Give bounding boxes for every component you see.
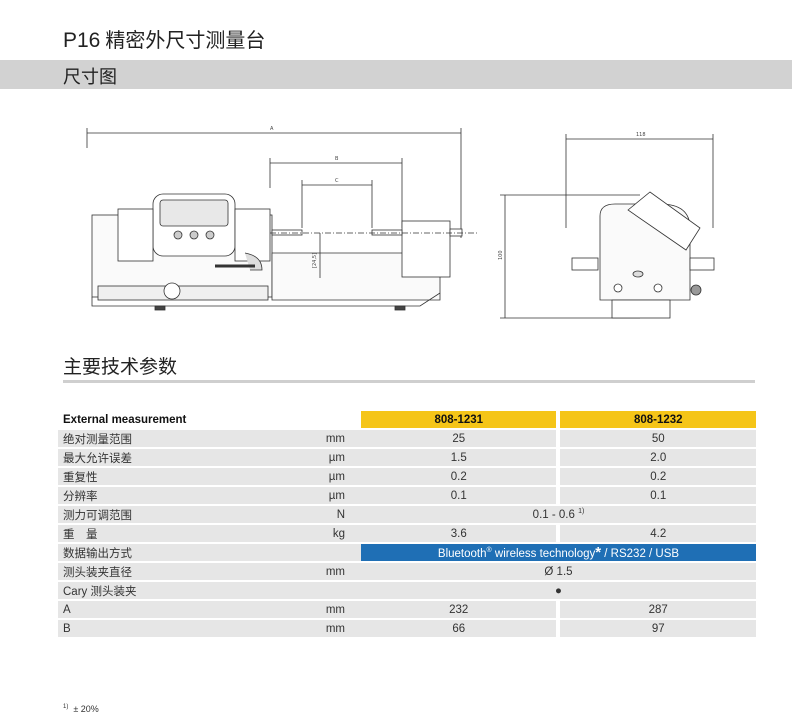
value-cell: 3.6 <box>361 525 557 542</box>
param-unit: µm <box>300 468 361 485</box>
param-label: 重复性 <box>58 468 300 485</box>
table-row: 数据输出方式 Bluetooth® wireless technology* /… <box>58 544 756 561</box>
table-header-unit <box>300 411 361 428</box>
table-row: 最大允许误差 µm 1.5 2.0 <box>58 449 756 466</box>
table-row: 重 量 kg 3.6 4.2 <box>58 525 756 542</box>
table-row: 绝对测量范围 mm 25 50 <box>58 430 756 447</box>
param-label: 绝对测量范围 <box>58 430 300 447</box>
bullet-icon: ● <box>361 582 756 599</box>
param-unit <box>300 582 361 599</box>
param-unit: mm <box>300 601 361 618</box>
dimension-drawing-title: 尺寸图 <box>63 67 117 88</box>
param-label: 最大允许误差 <box>58 449 300 466</box>
value-cell: 0.2 <box>560 468 756 485</box>
value-cell: 66 <box>361 620 557 637</box>
param-unit: µm <box>300 449 361 466</box>
table-row: Cary 测头装夹 ● <box>58 582 756 599</box>
dimension-drawing: A B C [24,5] 118 100 <box>86 126 715 319</box>
value-cell: 0.1 <box>361 487 557 504</box>
param-label: 重 量 <box>58 525 300 542</box>
param-label: 数据输出方式 <box>58 544 300 561</box>
dim-label-height: [24,5] <box>312 253 318 268</box>
param-unit: µm <box>300 487 361 504</box>
value-cell: 232 <box>361 601 557 618</box>
model-header-2: 808-1232 <box>560 411 756 428</box>
param-label: 分辨率 <box>58 487 300 504</box>
model-header-1: 808-1231 <box>361 411 557 428</box>
param-label: B <box>58 620 300 637</box>
param-unit: mm <box>300 563 361 580</box>
param-unit: kg <box>300 525 361 542</box>
product-title: 精密外尺寸测量台 <box>105 28 266 52</box>
table-row: 测头装夹直径 mm Ø 1.5 <box>58 563 756 580</box>
footnote: 1) ± 20% <box>63 704 99 714</box>
value-cell: 0.2 <box>361 468 557 485</box>
footnote-text: ± 20% <box>73 704 99 714</box>
table-row: 重复性 µm 0.2 0.2 <box>58 468 756 485</box>
value-cell: 287 <box>560 601 756 618</box>
param-label: 测力可调范围 <box>58 506 300 523</box>
side-view-drawing <box>500 134 715 319</box>
front-view-drawing <box>86 128 478 311</box>
dim-label-b: B <box>335 156 339 162</box>
section-divider <box>63 380 755 383</box>
table-title: External measurement <box>63 413 187 426</box>
asterisk-mark: * <box>595 544 602 561</box>
specs-section-title: 主要技术参数 <box>63 356 178 378</box>
value-cell: 1.5 <box>361 449 557 466</box>
param-label: 测头装夹直径 <box>58 563 300 580</box>
value-cell: 0.1 <box>560 487 756 504</box>
value-cell: 97 <box>560 620 756 637</box>
table-row: B mm 66 97 <box>58 620 756 637</box>
value-cell: 2.0 <box>560 449 756 466</box>
param-unit: N <box>300 506 361 523</box>
footnote-ref: 1) <box>578 508 585 516</box>
dim-label-a: A <box>270 126 274 132</box>
param-unit: mm <box>300 620 361 637</box>
dimension-drawing-header: 尺寸图 <box>0 60 792 89</box>
dim-label-c: C <box>335 178 339 184</box>
spec-table: External measurement 808-1231 808-1232 绝… <box>58 409 756 639</box>
dim-label-side-height: 100 <box>498 250 504 260</box>
table-row: A mm 232 287 <box>58 601 756 618</box>
merged-value-cell: 0.1 - 0.6 1) <box>361 506 756 523</box>
dim-label-width: 118 <box>636 132 646 138</box>
value-cell: 25 <box>361 430 557 447</box>
data-output-cell: Bluetooth® wireless technology* / RS232 … <box>361 544 756 561</box>
value-cell: 50 <box>560 430 756 447</box>
table-header-row: External measurement 808-1231 808-1232 <box>58 411 756 428</box>
merged-value-cell: Ø 1.5 <box>361 563 756 580</box>
param-unit <box>300 544 361 561</box>
value-cell: 4.2 <box>560 525 756 542</box>
param-label: A <box>58 601 300 618</box>
table-row: 分辨率 µm 0.1 0.1 <box>58 487 756 504</box>
model-name: P16 <box>63 29 101 52</box>
footnote-mark: 1) <box>63 704 69 710</box>
param-unit: mm <box>300 430 361 447</box>
param-label: Cary 测头装夹 <box>58 582 300 599</box>
table-row: 测力可调范围 N 0.1 - 0.6 1) <box>58 506 756 523</box>
